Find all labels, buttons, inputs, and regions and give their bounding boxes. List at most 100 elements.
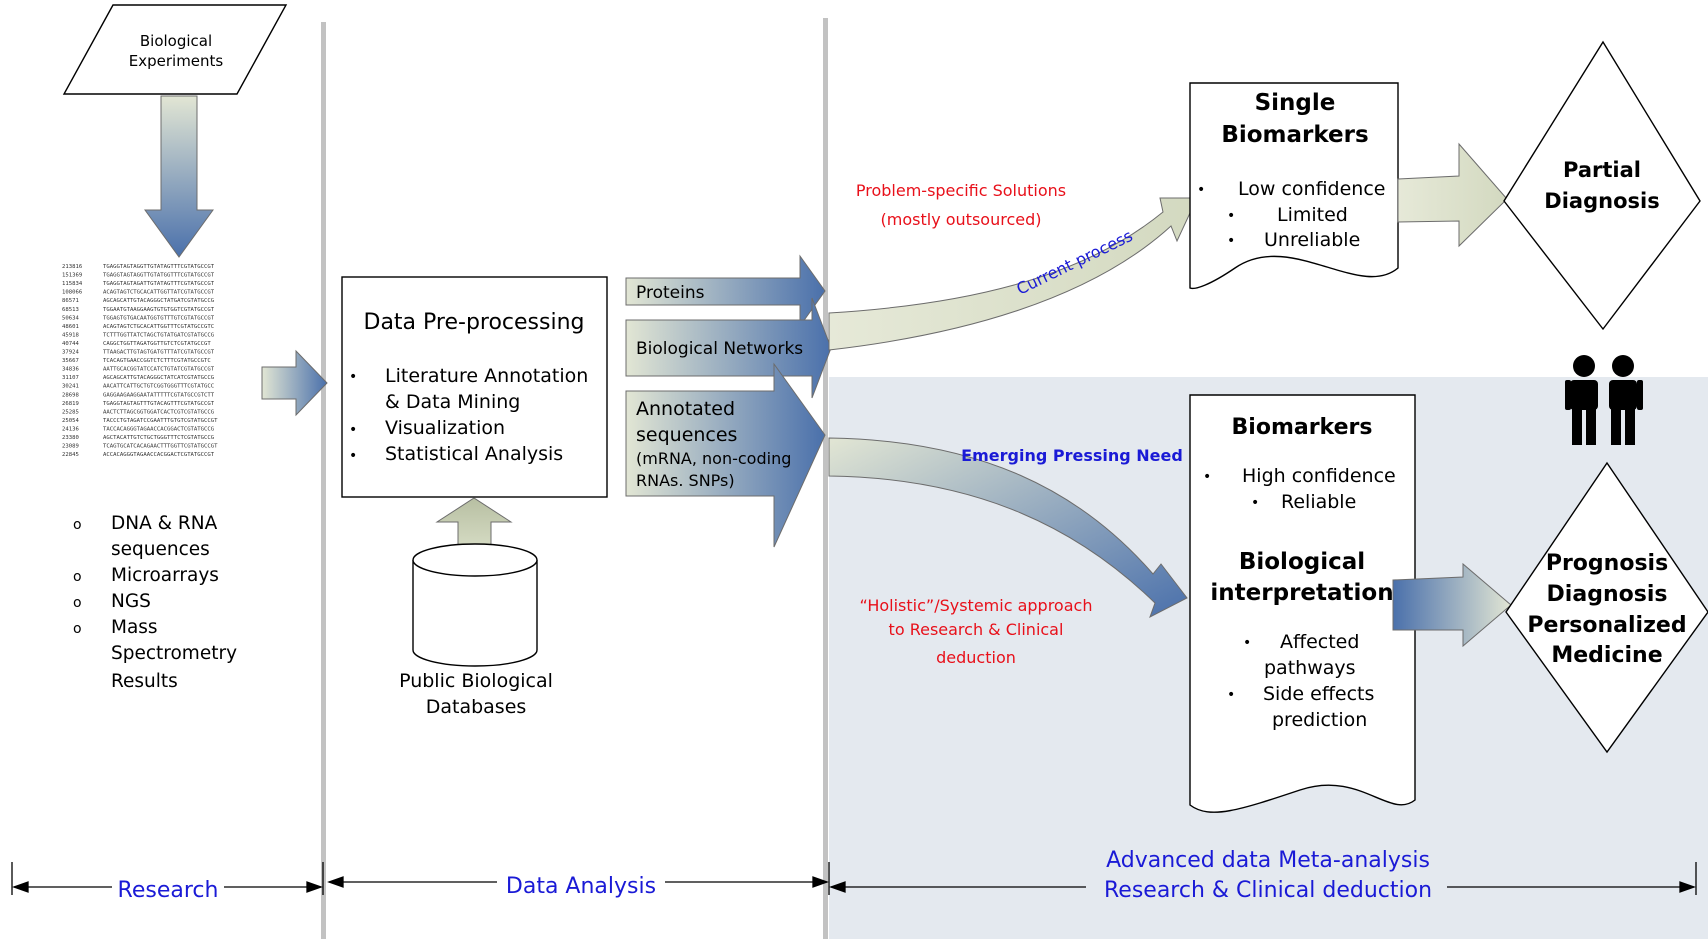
sequence-string: TCACAGTGAACCGGTCTCTTTCGTATGCCGTC [103, 358, 211, 364]
sequence-string: AACTCTTAGCGGTGGATCACTCGTCGTATGCCG [103, 409, 215, 415]
bullet-high-confidence: • [1203, 469, 1211, 485]
data-type-dna-line-2: sequences [111, 539, 210, 560]
databases-line-1: Public Biological [399, 670, 553, 692]
partial-diagnosis-line-2: Diagnosis [1544, 189, 1659, 213]
sequence-id: 108066 [62, 290, 82, 296]
annotated-line-1: Annotated [636, 398, 735, 420]
output-networks-label: Biological Networks [636, 339, 803, 359]
arrow-to-partial-diagnosis [1397, 142, 1508, 248]
sequence-string: TCTTTGGTTATCTAGCTGTATGATCGTATGCCG [103, 332, 215, 338]
prognosis-line-1: Prognosis [1546, 551, 1668, 576]
bullet-reliable: • [1251, 495, 1259, 511]
sequence-string: ACAGTAGTCTGCACATTGGTTATCGTATGCCGT [103, 290, 215, 296]
bullet-ngs: o [73, 595, 82, 611]
preprocessing-item-literature-1: Literature Annotation [385, 365, 588, 387]
sequence-id: 115834 [62, 281, 83, 287]
section-span-research [11, 862, 324, 895]
sequence-string: TACCACAGGGTAGAACCACGGACTCGTATGCCG [103, 426, 215, 432]
interp-item-affected-1: Affected [1280, 631, 1359, 653]
bullet-side-effects: • [1227, 687, 1235, 703]
biological-experiments-box: Biological Experiments [62, 4, 288, 95]
emerging-need-label: Emerging Pressing Need [961, 446, 1183, 465]
sequence-id: 25285 [62, 409, 79, 415]
bullet-low-confidence: • [1197, 182, 1205, 198]
sequence-string: AACATTCATTGCTGTCGGTGGGTTTCGTATGCC [103, 384, 214, 390]
sequence-string: AGCAGCATTGTACAGGGCTATCATCGTATGCCG [103, 375, 215, 381]
prognosis-line-2: Diagnosis [1547, 582, 1668, 607]
sequence-string: TGAGGTAGTAGATTGTATAGTTTCGTATGCCGT [103, 281, 215, 287]
single-biomarkers-title-1: Single [1255, 90, 1336, 116]
bullet-literature: • [349, 369, 357, 385]
separator-analysis-meta [823, 18, 828, 939]
preprocessing-item-literature-2: & Data Mining [385, 391, 520, 413]
sequence-id: 50634 [62, 315, 79, 321]
section-meta-line-1: Advanced data Meta-analysis [1106, 848, 1430, 873]
sequence-string: CAGGCTGGTTAGATGGTTGTCTCGTATGCCGT [103, 341, 211, 347]
sequence-string: TTAAGACTTGTAGTGATGTTTATCGTATGCCGT [103, 350, 215, 356]
annotated-line-2: sequences [636, 424, 737, 446]
biomarkers-title: Biomarkers [1232, 415, 1373, 440]
output-arrow-proteins: Proteins [625, 254, 826, 328]
preprocessing-item-visualization: Visualization [385, 417, 505, 439]
section-meta-line-2: Research & Clinical deduction [1104, 878, 1432, 903]
people-icon [1565, 355, 1643, 445]
bullet-dna: o [73, 517, 82, 533]
biomarkers-item-reliable: Reliable [1281, 491, 1356, 513]
holistic-line-2: to Research & Clinical [889, 620, 1064, 639]
problem-specific-line-1: Problem-specific Solutions [856, 181, 1066, 200]
preprocessing-item-statistics: Statistical Analysis [385, 443, 563, 465]
bullet-unreliable: • [1227, 233, 1235, 249]
sequence-id: 22845 [62, 452, 79, 458]
holistic-line-3: deduction [936, 648, 1016, 667]
prognosis-line-4: Medicine [1551, 643, 1662, 668]
sequence-id: 28698 [62, 392, 79, 398]
single-item-unreliable: Unreliable [1264, 229, 1360, 251]
bullet-microarrays: o [73, 569, 82, 585]
arrow-to-prognosis [1392, 562, 1512, 648]
sequence-id: 40744 [62, 341, 79, 347]
problem-specific-line-2: (mostly outsourced) [881, 210, 1042, 229]
arrow-down-to-sequences [144, 95, 214, 258]
section-research-label: Research [118, 878, 219, 903]
holistic-line-1: “Holistic”/Systemic approach [860, 596, 1093, 615]
sequence-id: 37924 [62, 350, 79, 356]
data-type-dna-line-1: DNA & RNA [111, 513, 218, 534]
sequence-string: TGAGGTAGTAGGTTGTATAGTTTCGTATGCCGT [103, 264, 215, 270]
sequence-id: 35667 [62, 358, 79, 364]
bullet-statistics: • [349, 448, 357, 464]
single-item-low-confidence: Low confidence [1238, 178, 1385, 200]
sequence-string: TACCCTGTAGATCCGAATTTGTGTCGTATGCCGT [103, 418, 218, 424]
sequence-id: 86571 [62, 298, 79, 304]
data-type-mass-line-2: Spectrometry [111, 643, 237, 664]
preprocessing-title: Data Pre-processing [364, 310, 585, 335]
bullet-affected: • [1243, 635, 1251, 651]
experiments-line-1: Biological [140, 32, 212, 50]
interpretation-line-1: Biological [1239, 549, 1365, 575]
sequence-id: 23380 [62, 435, 79, 441]
partial-diagnosis-diamond: Partial Diagnosis [1503, 40, 1701, 331]
sequence-string: ACAGTAGTCTGCACATTGGTTTCGTATGCCGTC [103, 324, 214, 330]
sequence-id: 30241 [62, 384, 79, 390]
single-biomarkers-box: Single Biomarkers • Low confidence • Lim… [1189, 82, 1399, 290]
sequence-string: ACCACAGGGTAGAACCACGGACTCGTATGCCGT [103, 452, 215, 458]
emerging-need-arrow [828, 437, 1188, 619]
partial-diagnosis-line-1: Partial [1563, 158, 1641, 182]
sequence-id: 31107 [62, 375, 79, 381]
data-type-microarrays: Microarrays [111, 565, 219, 586]
prognosis-diamond: Prognosis Diagnosis Personalized Medicin… [1505, 461, 1708, 754]
sequence-string: AGCTACATTGTCTGCTGGGTTTCTCGTATGCCG [103, 435, 215, 441]
biomarkers-item-high-confidence: High confidence [1242, 465, 1396, 487]
sequence-id: 26819 [62, 401, 79, 407]
current-process-arrow [828, 197, 1198, 351]
sequence-id: 23089 [62, 444, 79, 450]
preprocessing-box: Data Pre-processing • Literature Annotat… [341, 276, 608, 498]
data-types-list: o DNA & RNA sequences o Microarrays o NG… [73, 513, 237, 692]
sequence-string: AATTGCACGGTATCCATCTGTATCGTATGCCGT [103, 367, 215, 373]
sequence-string: TGAGGTAGTAGTTTGTACAGTTTCGTATGCCGT [103, 401, 215, 407]
single-item-limited: Limited [1277, 204, 1348, 226]
sequence-id: 68513 [62, 307, 79, 313]
annotated-line-3: (mRNA, non-coding [636, 449, 791, 468]
arrow-sequences-to-preprocessing [261, 349, 328, 417]
bullet-visualization: • [349, 422, 357, 438]
